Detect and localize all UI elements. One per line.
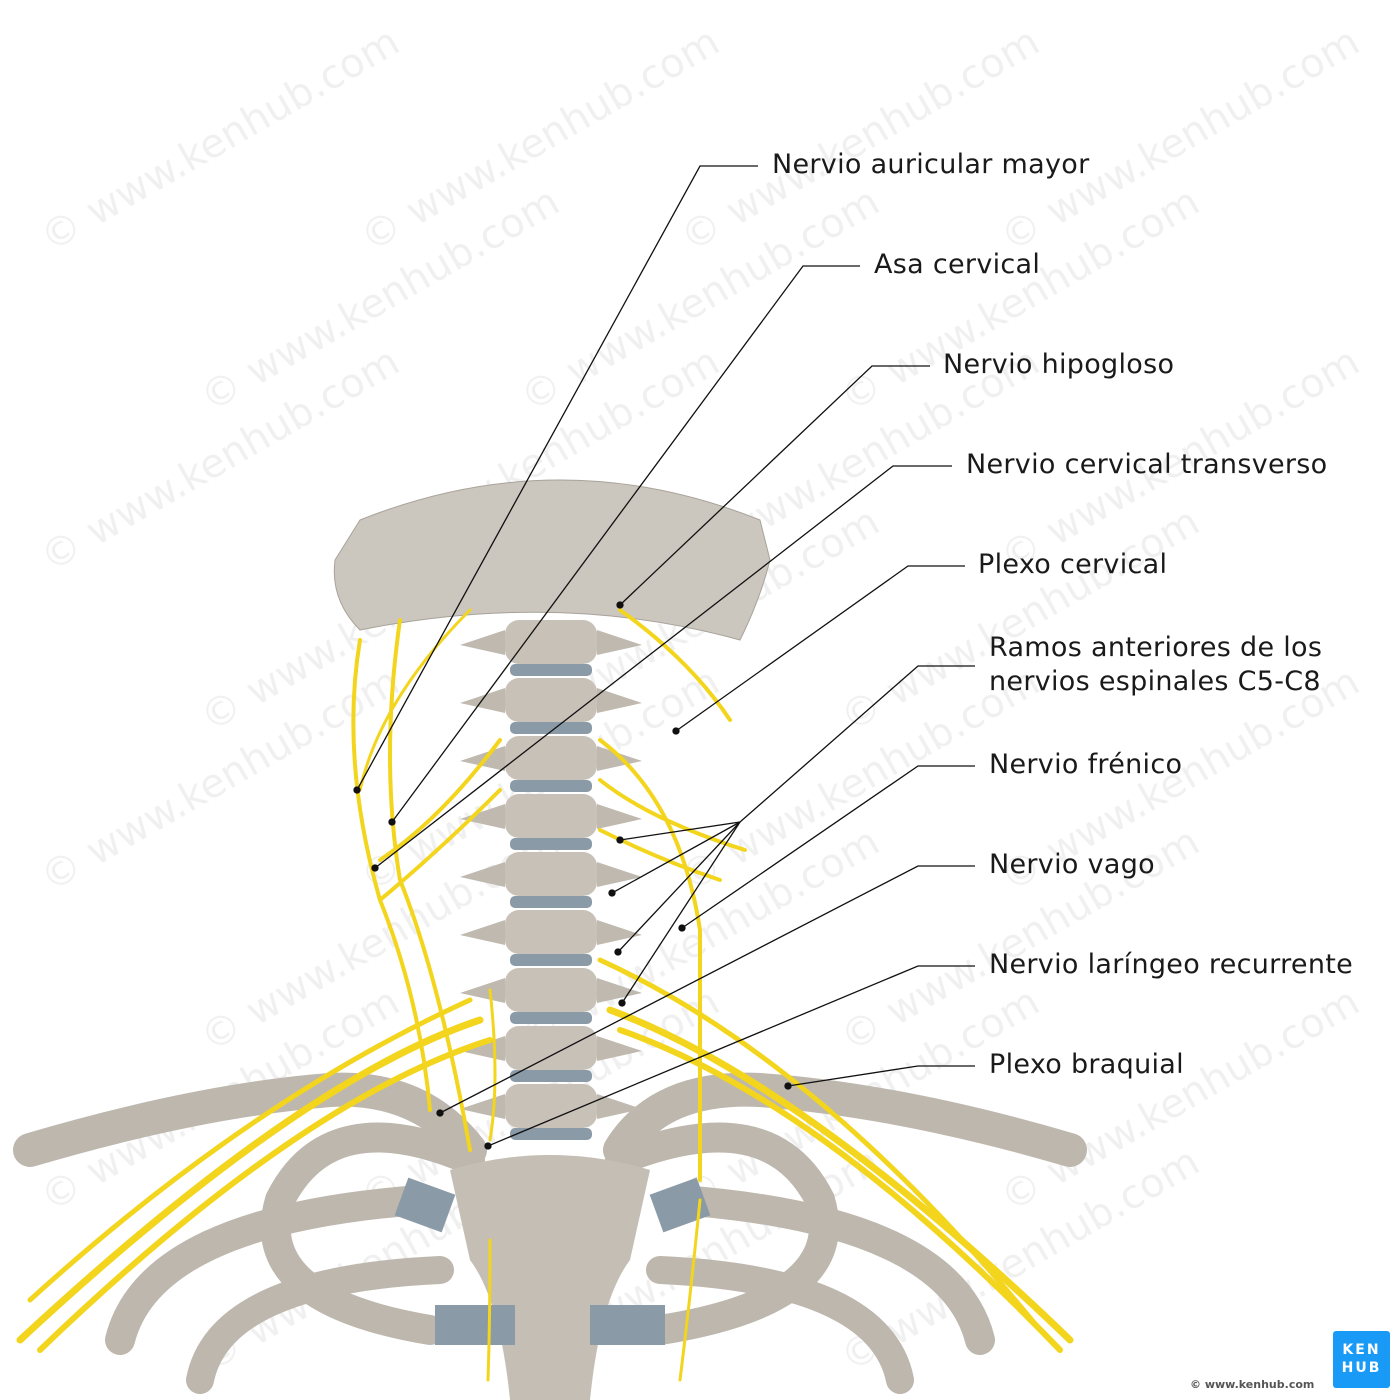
vertebra	[505, 852, 597, 896]
leader-dot	[618, 999, 626, 1007]
transverse-process	[460, 630, 642, 655]
intervertebral-disc	[510, 1070, 592, 1082]
nerves	[16, 608, 1074, 1382]
intervertebral-disc	[510, 838, 592, 850]
transverse-process	[460, 978, 642, 1003]
intervertebral-disc	[510, 1128, 592, 1140]
leader-line	[619, 665, 975, 841]
leader-line	[374, 465, 952, 869]
costal-cartilage	[394, 1177, 456, 1233]
leader-line	[787, 1065, 975, 1087]
intervertebral-disc	[510, 780, 592, 792]
copyright-text: © www.kenhub.com	[1190, 1378, 1315, 1391]
costal-cartilage	[590, 1305, 665, 1345]
transverse-process	[460, 920, 642, 945]
logo-line2: HUB	[1341, 1360, 1382, 1376]
kenhub-logo: KEN HUB	[1333, 1331, 1390, 1388]
vertebra	[505, 794, 597, 838]
mandible	[333, 479, 771, 641]
leader-dot	[616, 836, 624, 844]
leader-line	[617, 821, 741, 953]
sternum	[450, 1155, 650, 1400]
leader-dot	[436, 1109, 444, 1117]
costal-cartilage	[649, 1177, 711, 1233]
leader-dot	[616, 601, 624, 609]
leader-dot	[353, 786, 361, 794]
vertebra	[505, 1084, 597, 1128]
label-ramos-anteriores-line1: Ramos anteriores de los	[989, 632, 1323, 663]
leader-line	[621, 821, 741, 1004]
logo-line1: KEN	[1342, 1342, 1381, 1358]
label-nervio-vago: Nervio vago	[989, 849, 1155, 880]
intervertebral-disc	[510, 896, 592, 908]
label-nervio-auricular-mayor: Nervio auricular mayor	[772, 149, 1090, 180]
vertebra	[505, 736, 597, 780]
leader-dot	[672, 727, 680, 735]
label-asa-cervical: Asa cervical	[874, 249, 1041, 280]
label-nervio-frenico: Nervio frénico	[989, 749, 1183, 780]
leader-dot	[388, 818, 396, 826]
leader-dot	[678, 924, 686, 932]
transverse-process	[460, 804, 642, 829]
transverse-process	[460, 746, 642, 771]
leader-dot	[484, 1142, 492, 1150]
leader-dot	[371, 864, 379, 872]
vertebra	[505, 1026, 597, 1070]
leader-dot	[614, 948, 622, 956]
intervertebral-disc	[510, 954, 592, 966]
label-nervio-laringeo-recurrente: Nervio laríngeo recurrente	[989, 949, 1354, 980]
intervertebral-disc	[510, 1012, 592, 1024]
leader-lines	[353, 165, 975, 1150]
costal-cartilage	[435, 1305, 515, 1345]
leader-dot	[608, 889, 616, 897]
label-plexo-braquial: Plexo braquial	[989, 1049, 1184, 1080]
transverse-process	[460, 1094, 642, 1119]
transverse-process	[460, 1036, 642, 1061]
leader-line	[487, 965, 975, 1147]
vertebra	[505, 678, 597, 722]
ribcage	[13, 1072, 1087, 1394]
vertebra	[505, 620, 597, 664]
intervertebral-disc	[510, 664, 592, 676]
cervical-spine	[460, 620, 642, 1140]
transverse-process	[460, 688, 642, 713]
leader-line	[391, 265, 860, 823]
leader-line	[681, 765, 975, 929]
vertebra	[505, 968, 597, 1012]
leader-line	[619, 365, 930, 606]
label-nervio-cervical-transverso: Nervio cervical transverso	[966, 449, 1328, 480]
leader-line	[356, 165, 758, 791]
label-ramos-anteriores-line2: nervios espinales C5-C8	[989, 666, 1321, 697]
leader-line	[675, 565, 965, 732]
label-nervio-hipogloso: Nervio hipogloso	[943, 349, 1175, 380]
transverse-process	[460, 862, 642, 887]
leader-line	[611, 821, 741, 894]
leader-line	[439, 865, 975, 1114]
vertebra	[505, 910, 597, 954]
label-plexo-cervical: Plexo cervical	[978, 549, 1168, 580]
intervertebral-disc	[510, 722, 592, 734]
leader-dot	[784, 1082, 792, 1090]
